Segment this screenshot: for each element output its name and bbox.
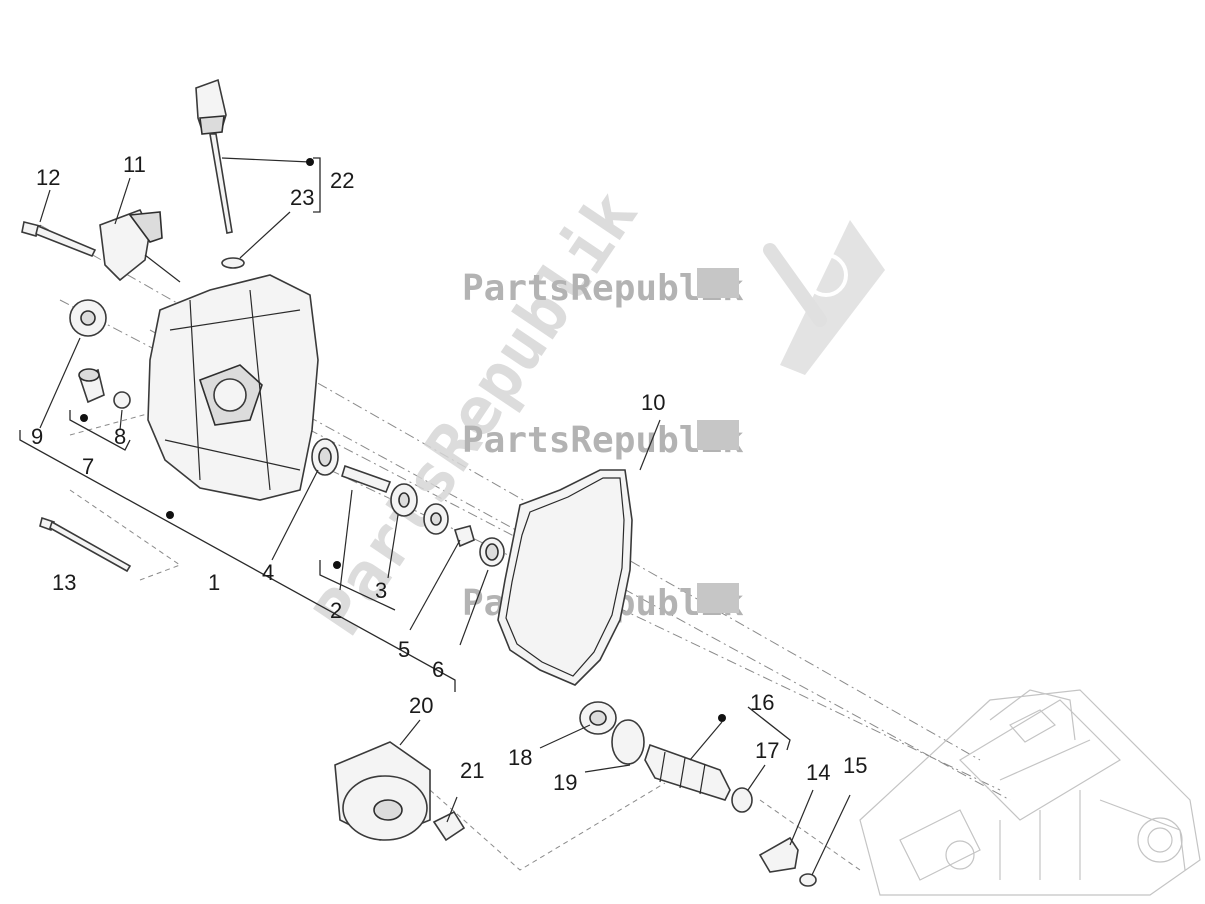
gear-icon (697, 420, 739, 450)
part-dipstick-22 (195, 78, 233, 234)
leader-lines (19, 157, 851, 876)
callout-12: 12 (36, 165, 60, 190)
callout-17: 17 (755, 738, 779, 763)
part-ring-8 (113, 391, 131, 409)
callout-8: 8 (114, 424, 126, 449)
callout-11: 11 (123, 152, 146, 177)
callout-6: 6 (432, 657, 444, 682)
part-sensor-11 (99, 208, 181, 283)
part-bolt-13 (39, 516, 132, 573)
part-bearing-4 (311, 438, 339, 476)
callout-2: 2 (330, 598, 342, 623)
part-gasket-10 (497, 469, 633, 686)
bullet-dot (333, 561, 341, 569)
callout-4: 4 (262, 560, 274, 585)
part-oring-17 (731, 787, 753, 813)
part-cover-1 (147, 274, 319, 501)
bullet-dot (80, 414, 88, 422)
part-bolt-12 (21, 221, 97, 258)
callout-23: 23 (290, 185, 314, 210)
callout-13: 13 (52, 570, 76, 595)
gear-icon (697, 268, 739, 298)
bullet-dot (718, 714, 726, 722)
callout-7: 7 (82, 454, 94, 479)
part-bearing-5 (423, 503, 449, 535)
callout-14: 14 (806, 760, 830, 785)
callout-9: 9 (31, 424, 43, 449)
callout-labels: 1 2 3 4 5 6 7 8 9 10 11 12 13 14 15 16 1… (31, 152, 867, 795)
engine-block-sketch (859, 689, 1201, 896)
part-oring-19 (611, 719, 645, 765)
callout-15: 15 (843, 753, 867, 778)
bullet-dot (306, 158, 314, 166)
callout-5: 5 (398, 637, 410, 662)
watermark-row-2: PartsRepublik (462, 420, 744, 461)
part-plug-7 (78, 368, 105, 404)
callout-20: 20 (409, 693, 433, 718)
callout-16: 16 (750, 690, 774, 715)
callout-21: 21 (460, 758, 484, 783)
callout-18: 18 (508, 745, 532, 770)
gear-icon (697, 583, 739, 613)
part-sensor-14 (758, 836, 799, 873)
part-washer-15 (799, 873, 817, 887)
part-cap-18 (579, 701, 617, 735)
part-bearing-3 (390, 483, 418, 517)
bullet-dot (166, 511, 174, 519)
watermark-logo-large (763, 220, 885, 375)
callout-10: 10 (641, 390, 665, 415)
part-strainer-16 (644, 743, 731, 801)
part-pump-9 (69, 299, 107, 337)
callout-22: 22 (330, 168, 354, 193)
bullet-markers (80, 158, 726, 722)
part-shaft-2 (341, 464, 392, 494)
callout-1: 1 (208, 570, 220, 595)
part-oring-23 (221, 257, 245, 269)
part-seal-6 (479, 537, 505, 567)
watermark-row-1: PartsRepublik (462, 268, 744, 309)
callout-19: 19 (553, 770, 577, 795)
part-nipple-21 (432, 810, 466, 842)
callout-3: 3 (375, 578, 387, 603)
part-oil-filter-20 (334, 741, 431, 841)
